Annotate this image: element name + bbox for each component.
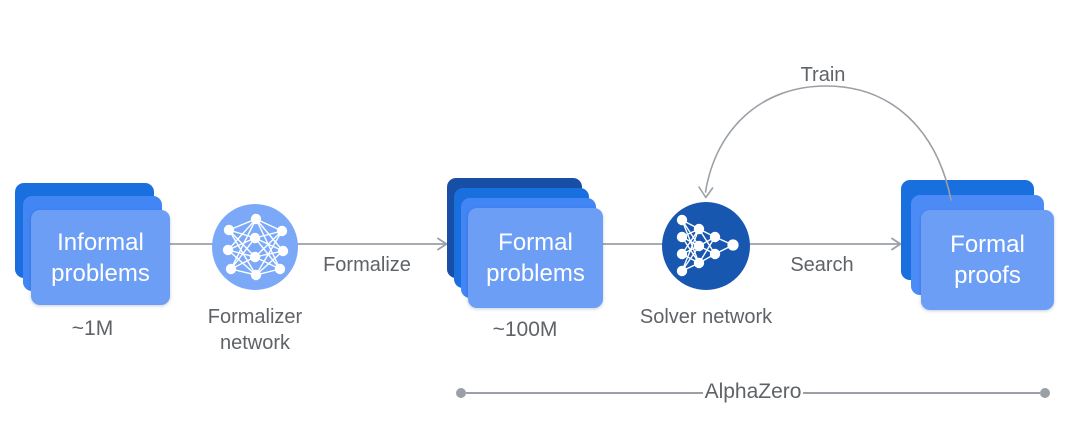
formalize-arrow-label: Formalize — [323, 254, 411, 276]
bracket-dot-icon — [1040, 388, 1051, 398]
neural-network-icon — [212, 204, 298, 290]
card-label: Formal proofs — [950, 231, 1025, 289]
informal-problems-stack: Informal problems — [15, 183, 170, 305]
alphazero-label: AlphaZero — [704, 380, 802, 403]
bracket-dot-icon — [456, 388, 466, 398]
bracket-line — [466, 392, 703, 394]
formalizer-network-label: Formalizer network — [207, 306, 303, 354]
informal-problems-card: Informal problems — [31, 210, 170, 305]
search-arrow-label: Search — [790, 254, 854, 276]
alphazero-bracket: AlphaZero — [456, 380, 1051, 403]
solver-network-node — [662, 202, 750, 295]
solver-network-label: Solver network — [639, 306, 773, 328]
formal-problems-stack: Formal problems — [447, 178, 603, 308]
formal-problems-count: ~100M — [492, 318, 558, 341]
formal-proofs-card: Formal proofs — [921, 210, 1054, 310]
formal-problems-card: Formal problems — [468, 208, 603, 308]
card-label: Formal problems — [486, 229, 585, 287]
train-arrow-label: Train — [800, 64, 846, 86]
formal-proofs-stack: Formal proofs — [901, 180, 1054, 310]
bracket-line — [803, 392, 1041, 394]
formalizer-network-node — [212, 204, 298, 295]
neural-network-icon — [662, 202, 750, 290]
card-label: Informal problems — [51, 228, 150, 287]
formalize-arrowhead-icon — [437, 237, 448, 251]
train-arrowhead-icon — [698, 186, 714, 199]
search-arrowhead-icon — [891, 237, 902, 251]
informal-problems-count: ~1M — [71, 317, 114, 340]
